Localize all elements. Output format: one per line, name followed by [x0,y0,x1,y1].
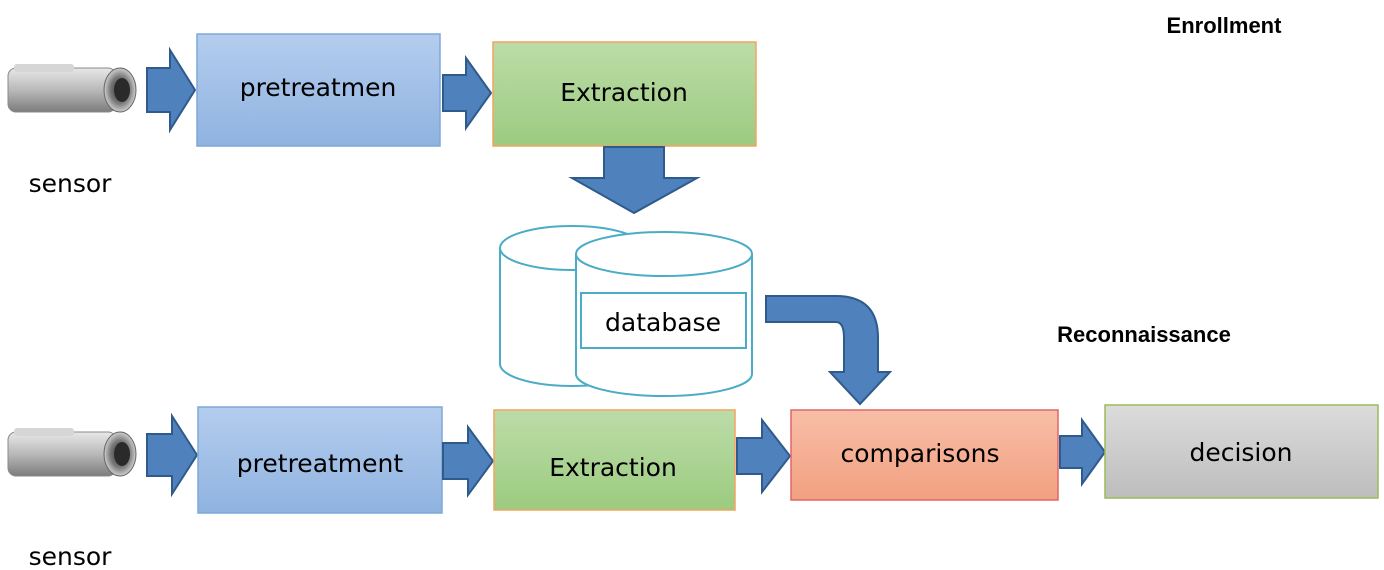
arrow-right [1059,416,1107,488]
extraction-box [492,41,757,147]
arrow-right [146,412,199,498]
arrow-right [442,54,493,132]
comparisons-label: comparisons [841,439,1000,468]
arrow-right [442,423,495,499]
sensor-label: sensor [29,542,113,570]
enrollment-title: Enrollment [1167,13,1283,38]
decision-box [1104,404,1379,499]
recognition-title: Reconnaissance [1057,322,1231,347]
arrow-curved [765,295,893,406]
camera-icon [7,428,137,477]
decision-label: decision [1189,438,1292,467]
pretreatment-label: pretreatment [237,449,404,478]
comparisons-box [790,409,1059,501]
camera-icon [7,64,137,113]
pretreatment-box [196,33,441,147]
extraction-label: Extraction [560,78,688,107]
database-label-box [580,292,747,349]
extraction-box [493,409,736,511]
extraction-label: Extraction [549,453,677,482]
database-label: database [605,308,721,337]
pretreatment-box [197,406,443,514]
arrow-right [736,417,792,495]
arrow-right [146,46,197,134]
arrow-down [568,146,701,215]
sensor-label: sensor [29,169,113,198]
pretreatment-label: pretreatmen [240,73,397,102]
